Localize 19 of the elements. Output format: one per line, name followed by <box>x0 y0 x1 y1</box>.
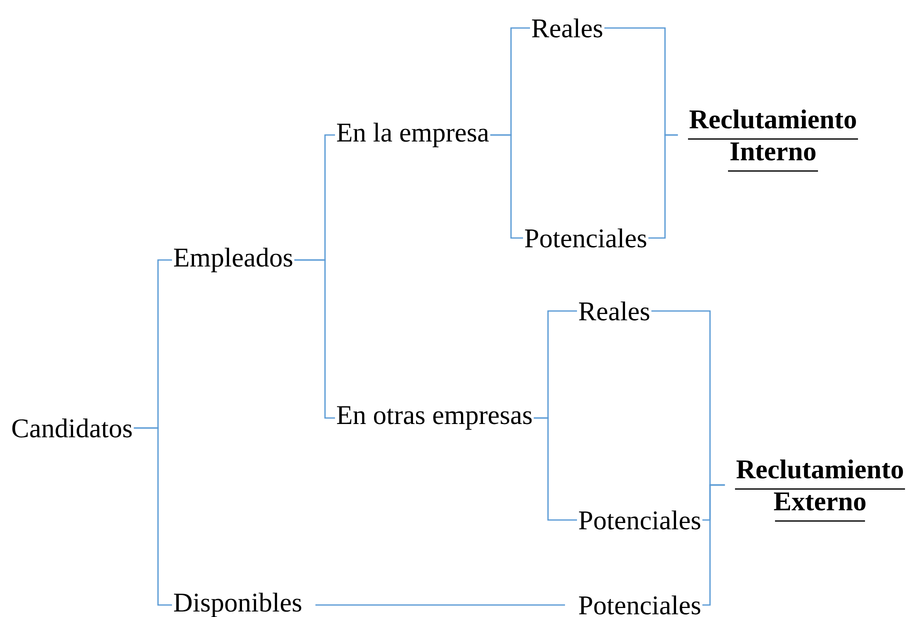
bracket-line <box>134 427 172 606</box>
text-label: Candidatos <box>12 418 132 438</box>
text-label: Reales <box>532 18 602 38</box>
text-label: Disponibles <box>174 592 302 617</box>
bracket-line <box>490 134 523 239</box>
text-label: Empleados <box>174 248 292 272</box>
bracket-line <box>702 484 725 606</box>
text-label: Potenciales <box>525 228 646 248</box>
bracket-line <box>534 417 577 521</box>
text-label: Potenciales <box>579 510 700 530</box>
bracket-line <box>648 134 678 239</box>
connector-line <box>315 604 565 606</box>
text-label: Potenciales <box>579 595 700 614</box>
underlined-heading: Reclutamiento Interno <box>688 109 858 172</box>
text-label: En la empresa <box>337 122 489 148</box>
bracket-line <box>294 259 335 419</box>
text-label: Reales <box>579 301 650 320</box>
underlined-heading: Reclutamiento Externo <box>735 459 905 522</box>
text-label: En otras empresas <box>337 406 532 430</box>
